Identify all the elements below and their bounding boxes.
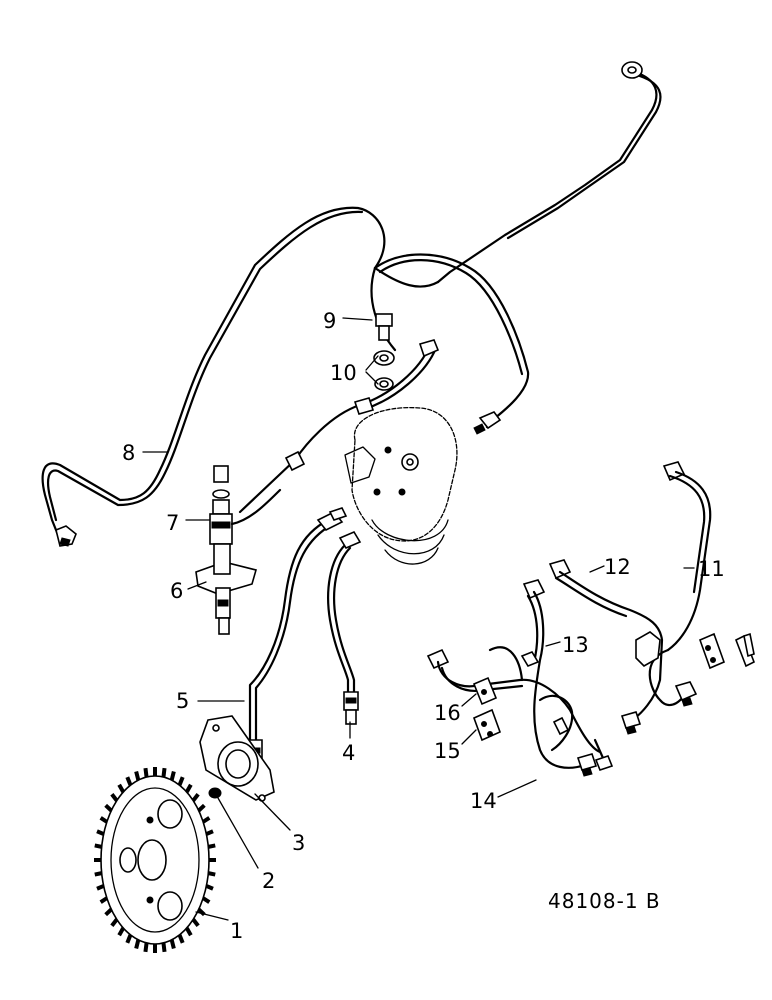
drawing-reference-number: 48108-1 B [548, 889, 661, 913]
callout-2: 2 [262, 869, 275, 893]
gear-tooth [94, 843, 103, 849]
gear-tooth [104, 907, 113, 917]
clamp-brackets [472, 631, 756, 742]
gear-tooth [110, 793, 119, 802]
injection-pump [344, 406, 458, 565]
callout-15: 15 [434, 739, 461, 763]
gear-tooth [207, 871, 216, 877]
gear-tooth [94, 871, 103, 877]
gear-tooth [96, 884, 105, 891]
injector-lines-11-14 [426, 461, 712, 777]
callout-12: 12 [604, 555, 631, 579]
gear-tooth [99, 896, 108, 904]
callout-labels: 1 2 3 4 5 6 7 8 9 10 11 12 13 14 15 16 [122, 309, 725, 943]
plate-15 [472, 708, 502, 742]
gear-tooth [205, 829, 214, 836]
injector-assembly-6-7 [195, 465, 282, 635]
gear-tooth [202, 896, 211, 904]
gear-tooth [143, 942, 149, 953]
fuel-line-8 [41, 61, 662, 547]
sealing-washers-10 [373, 350, 395, 391]
callout-3: 3 [292, 831, 305, 855]
callout-8: 8 [122, 441, 135, 465]
gear-tooth [110, 918, 119, 927]
gear-tooth [134, 939, 141, 949]
gear-tooth [125, 776, 133, 786]
gear-tooth [191, 793, 200, 802]
gear-tooth [125, 934, 133, 944]
gasket-3 [199, 715, 275, 802]
callout-13: 13 [562, 633, 589, 657]
callout-11: 11 [698, 557, 725, 581]
drive-gear-1 [94, 767, 216, 953]
gear-tooth [99, 816, 108, 824]
callout-1: 1 [230, 919, 243, 943]
callout-7: 7 [166, 511, 179, 535]
gear-tooth [134, 771, 141, 781]
gear-tooth [205, 884, 214, 891]
callout-5: 5 [176, 689, 189, 713]
callout-9: 9 [323, 309, 336, 333]
gear-tooth [184, 783, 193, 794]
callout-14: 14 [470, 789, 497, 813]
gear-tooth [202, 816, 211, 824]
gear-tooth [161, 942, 167, 953]
banjo-bolt-9 [375, 313, 393, 341]
gear-tooth [169, 771, 176, 781]
gear-tooth [117, 926, 126, 937]
gear-tooth [184, 926, 193, 937]
fuel-lines-4-5 [245, 507, 362, 763]
callout-4: 4 [342, 741, 355, 765]
gear-tooth [96, 829, 105, 836]
leader-lines [142, 317, 695, 921]
gear-tooth [143, 767, 149, 778]
fuel-line-branch [238, 253, 530, 514]
gear-tooth [207, 843, 216, 849]
line-fitting-right [478, 411, 502, 430]
gear-tooth [161, 767, 167, 778]
callout-10: 10 [330, 361, 357, 385]
gear-tooth [177, 776, 185, 786]
bolt-2 [208, 787, 222, 799]
gear-tooth [177, 934, 185, 944]
gear-tooth [191, 918, 200, 927]
gear-tooth [117, 783, 126, 794]
callout-6: 6 [170, 579, 183, 603]
gear-tooth [169, 939, 176, 949]
gear-tooth [104, 803, 113, 813]
gear-tooth [197, 803, 206, 813]
callout-16: 16 [434, 701, 461, 725]
